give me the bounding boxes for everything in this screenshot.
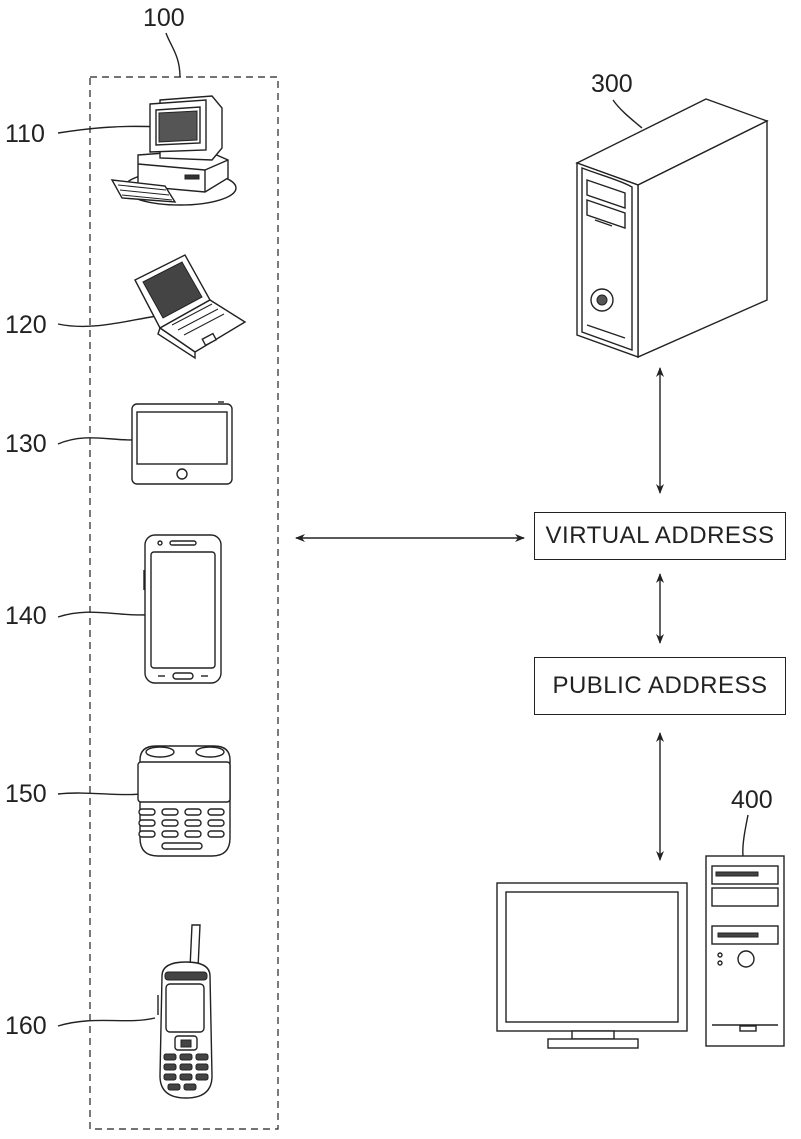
smartphone-icon — [143, 534, 222, 684]
desktop-leader — [57, 125, 161, 134]
mobile-phone-icon — [157, 924, 213, 1099]
terminal-leader — [742, 814, 749, 857]
desktop-label: 110 — [5, 120, 45, 148]
handheld-label: 150 — [5, 780, 47, 808]
tablet-icon — [131, 401, 233, 485]
terminal-label: 400 — [731, 786, 773, 814]
server-label: 300 — [591, 70, 633, 98]
group-label: 100 — [143, 4, 185, 32]
smartphone-label: 140 — [5, 602, 47, 630]
virtual-address-box: VIRTUAL ADDRESS — [534, 512, 786, 560]
public-address-text: PUBLIC ADDRESS — [552, 672, 768, 699]
pda-keypad-icon — [137, 745, 231, 857]
feature-phone-label: 160 — [5, 1012, 47, 1040]
tablet-label: 130 — [5, 430, 47, 458]
feature-phone-leader — [57, 1017, 156, 1027]
laptop-label: 120 — [5, 311, 47, 339]
device-group-border — [89, 76, 279, 1130]
public-address-box: PUBLIC ADDRESS — [534, 657, 786, 715]
desktop-computer-icon — [110, 95, 237, 206]
group-leader — [165, 32, 181, 78]
server-leader — [612, 99, 643, 129]
monitor-and-tower-icon — [496, 855, 785, 1049]
laptop-icon — [134, 254, 247, 360]
virtual-address-text: VIRTUAL ADDRESS — [545, 522, 775, 549]
tower-server-icon — [575, 98, 769, 359]
laptop-leader — [57, 314, 166, 328]
